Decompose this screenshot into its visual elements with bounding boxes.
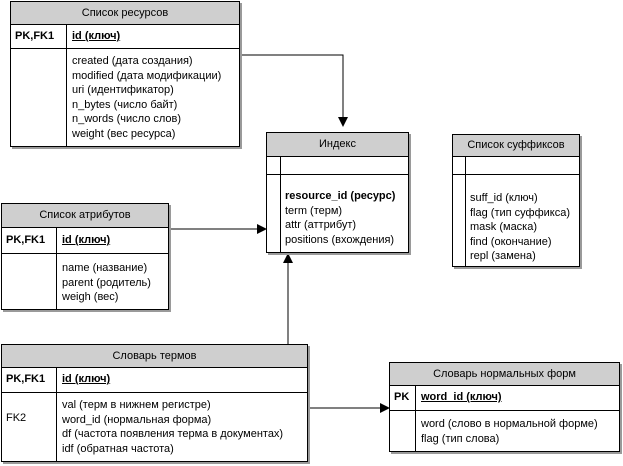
- fk-column: [11, 49, 67, 146]
- entity-title: Словарь нормальных форм: [390, 363, 619, 386]
- fk-label: FK2: [2, 393, 57, 461]
- fk-column: [2, 254, 57, 309]
- attributes-row: created (дата создания) modified (дата м…: [11, 49, 239, 146]
- attribute: word_id (нормальная форма): [62, 413, 212, 426]
- attribute-list: word (слово в нормальной форме) flag (ти…: [416, 411, 598, 451]
- primary-key: id (ключ): [62, 234, 111, 246]
- key-row: PK,FK1 id (ключ): [2, 368, 307, 393]
- key-row: PK word_id (ключ): [390, 386, 619, 411]
- attribute: n_words (число слов): [72, 113, 182, 125]
- entity-attributes[interactable]: Список атрибутов PK,FK1 id (ключ) name (…: [1, 203, 169, 310]
- fk-column: [453, 175, 466, 266]
- attribute: repl (замена): [470, 250, 536, 262]
- key-row: [267, 157, 408, 175]
- attribute: created (дата создания): [72, 55, 193, 67]
- key-label: PK,FK1: [11, 25, 67, 48]
- attribute: mask (маска): [470, 221, 538, 233]
- attribute-list: suff_id (ключ) flag (тип суффикса) mask …: [466, 175, 570, 266]
- entity-title: Индекс: [267, 133, 408, 157]
- attribute: df (частота появления терма в документах…: [62, 428, 284, 440]
- attribute: suff_id (ключ): [470, 192, 538, 204]
- entity-title: Список суффиксов: [453, 135, 579, 157]
- attribute: weight (вес ресурса): [72, 127, 176, 140]
- link-resources-index: [240, 54, 348, 127]
- attributes-row: name (название) parent (родитель) weigh …: [2, 254, 168, 309]
- attribute: flag (тип слова): [421, 432, 500, 445]
- attribute: term (терм): [285, 204, 343, 217]
- attribute: find (окончание): [470, 235, 552, 248]
- attribute: parent (родитель): [62, 276, 151, 289]
- attribute: positions (вхождения): [285, 233, 395, 246]
- entity-index[interactable]: Индекс resource_id (ресурс) term (терм) …: [266, 132, 409, 253]
- key-row: PK,FK1 id (ключ): [11, 25, 239, 49]
- attributes-row: suff_id (ключ) flag (тип суффикса) mask …: [453, 175, 579, 266]
- attribute: val (терм в нижнем регистре): [62, 399, 211, 411]
- primary-key: id (ключ): [72, 30, 121, 42]
- attribute-list: val (терм в нижнем регистре) word_id (но…: [57, 393, 283, 461]
- key-label: [453, 157, 466, 174]
- fk-column: [390, 411, 416, 451]
- attribute: modified (дата модификации): [72, 69, 222, 82]
- attribute: word (слово в нормальной форме): [421, 418, 598, 430]
- fk-column: [267, 175, 281, 252]
- attribute-list: resource_id (ресурс) term (терм) attr (а…: [281, 175, 395, 252]
- primary-key: word_id (ключ): [421, 391, 502, 403]
- key-label: PK: [390, 386, 416, 410]
- attributes-row: FK2 val (терм в нижнем регистре) word_id…: [2, 393, 307, 461]
- entity-resources[interactable]: Список ресурсов PK,FK1 id (ключ) created…: [10, 1, 240, 147]
- key-row: PK,FK1 id (ключ): [2, 228, 168, 254]
- attribute: idf (обратная частота): [62, 442, 174, 455]
- attribute: flag (тип суффикса): [470, 206, 570, 219]
- attributes-row: resource_id (ресурс) term (терм) attr (а…: [267, 175, 408, 252]
- entity-title: Список атрибутов: [2, 204, 168, 228]
- entity-normal-forms[interactable]: Словарь нормальных форм PK word_id (ключ…: [389, 362, 620, 452]
- key-label: PK,FK1: [2, 368, 57, 392]
- attribute-list: created (дата создания) modified (дата м…: [67, 49, 221, 146]
- attribute: attr (аттрибут): [285, 219, 357, 231]
- primary-key: id (ключ): [62, 373, 111, 385]
- key-label: [267, 157, 281, 174]
- attribute: name (название): [62, 262, 148, 274]
- attributes-row: word (слово в нормальной форме) flag (ти…: [390, 411, 619, 451]
- key-label: PK,FK1: [2, 228, 57, 253]
- key-row: [453, 157, 579, 175]
- entity-title: Словарь термов: [2, 345, 307, 368]
- attribute-list: name (название) parent (родитель) weigh …: [57, 254, 151, 309]
- attribute: resource_id (ресурс): [285, 190, 396, 202]
- entity-suffixes[interactable]: Список суффиксов suff_id (ключ) flag (ти…: [452, 134, 580, 267]
- entity-terms[interactable]: Словарь термов PK,FK1 id (ключ) FK2 val …: [1, 344, 308, 462]
- entity-title: Список ресурсов: [11, 2, 239, 25]
- attribute: n_bytes (число байт): [72, 98, 178, 111]
- attribute: weigh (вес): [62, 291, 119, 303]
- attribute: uri (идентификатор): [72, 84, 174, 96]
